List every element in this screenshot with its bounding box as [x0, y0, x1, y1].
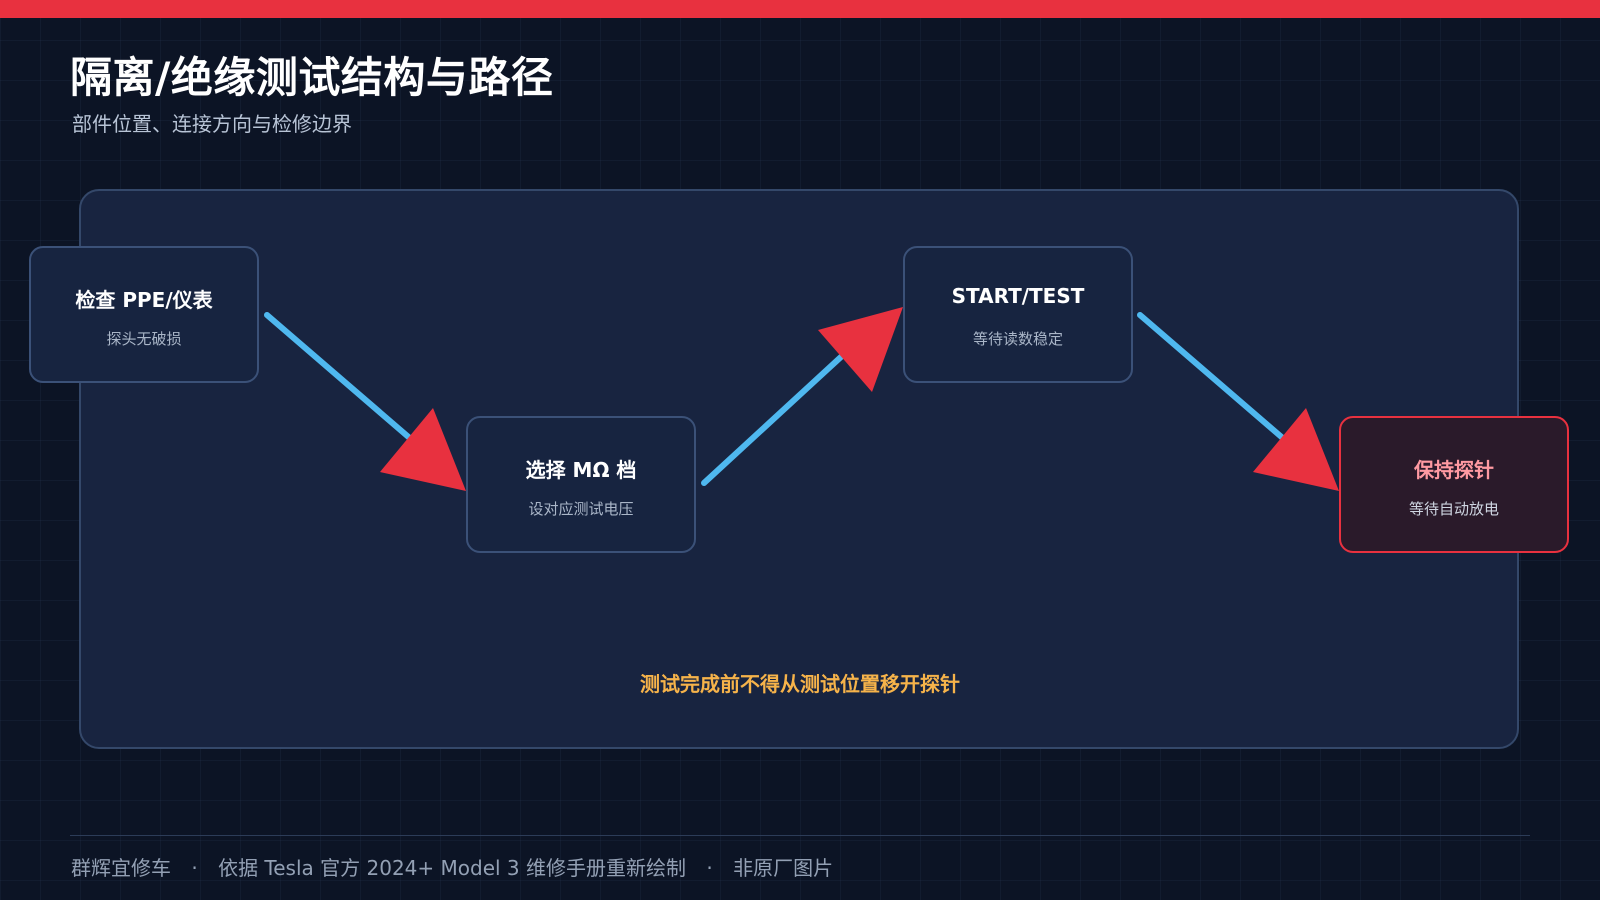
footer-source: 依据 Tesla 官方 2024+ Model 3 维修手册重新绘制 [218, 856, 687, 880]
top-accent-bar [0, 0, 1600, 18]
step-select-range: 选择 MΩ 档 设对应测试电压 [466, 416, 696, 553]
page-title: 隔离/绝缘测试结构与路径 [70, 53, 554, 102]
footer-separator: · [191, 856, 198, 880]
step-subtitle: 探头无破损 [106, 330, 182, 348]
step-check-ppe: 检查 PPE/仪表 探头无破损 [29, 246, 259, 383]
step-subtitle: 等待读数稳定 [972, 330, 1063, 348]
page-subtitle: 部件位置、连接方向与检修边界 [72, 112, 352, 136]
step-start-test: START/TEST 等待读数稳定 [903, 246, 1133, 383]
footer-separator: · [706, 856, 713, 880]
step-title: 选择 MΩ 档 [525, 458, 637, 482]
step-title: 检查 PPE/仪表 [75, 288, 213, 312]
step-subtitle: 等待自动放电 [1408, 500, 1499, 518]
footer-brand: 群辉宜修车 [71, 856, 171, 880]
safety-warning: 测试完成前不得从测试位置移开探针 [640, 672, 960, 696]
step-title: 保持探针 [1414, 458, 1494, 482]
step-title: START/TEST [951, 284, 1085, 308]
footer: 群辉宜修车 · 依据 Tesla 官方 2024+ Model 3 维修手册重新… [71, 852, 833, 881]
footer-note: 非原厂图片 [733, 856, 834, 880]
step-hold-probe: 保持探针 等待自动放电 [1339, 416, 1569, 553]
diagram-panel [79, 189, 1519, 749]
step-subtitle: 设对应测试电压 [528, 500, 634, 518]
footer-divider [70, 835, 1530, 836]
